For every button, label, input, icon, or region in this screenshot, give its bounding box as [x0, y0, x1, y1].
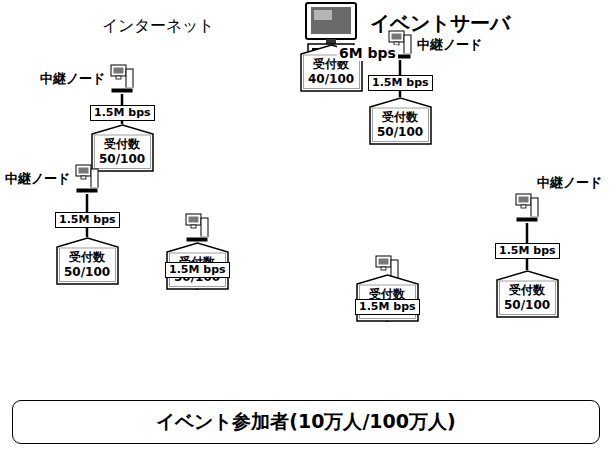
tower — [91, 169, 98, 188]
screen-glare — [314, 10, 332, 20]
relay-label: 中継ノード — [415, 36, 484, 54]
tower — [531, 198, 538, 217]
tower — [404, 35, 411, 54]
relay-label: 中継ノード — [38, 70, 107, 88]
relay-node: 中継ノード — [3, 164, 99, 194]
reception-box: 受付数50/100 — [56, 237, 118, 285]
network-label: インターネット — [100, 16, 216, 37]
label-anchor: 1.5M bps — [368, 71, 433, 91]
access-lines — [37, 378, 568, 401]
relay-label: 中継ノード — [535, 174, 604, 192]
reception-box: 受付数50/100 — [496, 270, 558, 318]
participants-label: イベント参加者(10万人/100万人) — [156, 409, 455, 435]
relay-icon — [110, 64, 134, 94]
screen — [79, 168, 89, 174]
box-count: 50/100 — [64, 265, 110, 280]
stand — [521, 205, 526, 208]
stand — [191, 225, 196, 228]
label-anchor: 1.5M bps — [90, 101, 155, 121]
box-heading: 受付数 — [99, 137, 145, 152]
stand — [381, 267, 386, 270]
server-label: イベントサーバ — [370, 10, 510, 37]
bandwidth-label: 1.5M bps — [55, 212, 120, 228]
house-shape — [370, 98, 431, 144]
monitor — [516, 194, 531, 205]
relay-icon — [515, 193, 539, 223]
house-shape — [92, 125, 153, 171]
screen — [392, 34, 402, 40]
screen — [311, 7, 351, 34]
base — [111, 88, 133, 93]
bandwidth-label: 6M bps — [337, 45, 398, 61]
tower — [126, 69, 133, 88]
base — [76, 188, 98, 193]
monitor — [389, 31, 404, 42]
stand — [116, 76, 121, 79]
bandwidth-label: 1.5M bps — [368, 75, 433, 91]
cloud-bump — [240, 37, 430, 147]
relay-node: 中継ノード — [38, 64, 134, 94]
bandwidth-label: 1.5M bps — [355, 299, 420, 315]
box-count: 50/100 — [504, 298, 550, 313]
house-inner-frame — [95, 135, 151, 169]
screen — [519, 197, 529, 203]
box-heading: 受付数 — [377, 110, 423, 125]
reception-box: 受付数50/100 — [369, 97, 431, 145]
cloud-bump — [295, 222, 485, 342]
house-inner-frame — [60, 248, 116, 282]
box-heading: 受付数 — [64, 250, 110, 265]
cloud-bump — [130, 202, 300, 332]
band-node: イベント参加者(10万人/100万人) — [12, 400, 600, 444]
box-count: 50/100 — [99, 152, 145, 167]
monitor — [76, 165, 91, 176]
cloud-bump — [10, 87, 290, 217]
house-shape — [57, 238, 118, 284]
monitor — [376, 256, 391, 267]
bandwidth-label: 1.5M bps — [90, 105, 155, 121]
box-heading: 受付数 — [504, 283, 550, 298]
base — [516, 217, 538, 222]
house-shape — [497, 271, 558, 317]
monitor — [186, 214, 201, 225]
cloud-node: インターネット受付数40/100中継ノード中継ノード受付数50/100受付数50… — [0, 0, 613, 372]
relay-label: 中継ノード — [3, 170, 72, 188]
monitor — [306, 3, 356, 39]
base — [186, 237, 208, 242]
relay-icon — [186, 214, 208, 242]
house-inner-frame — [500, 281, 556, 315]
label-anchor: 1.5M bps — [495, 239, 560, 259]
monitor — [111, 65, 126, 76]
cloud-bump — [0, 192, 190, 332]
house-inner-frame — [373, 108, 429, 142]
bandwidth-label: 1.5M bps — [495, 243, 560, 259]
relay-node: 中継ノード — [515, 174, 604, 223]
bandwidth-label: 1.5M bps — [165, 262, 230, 278]
label-anchor: 1.5M bps — [55, 208, 120, 228]
cloud-bump — [440, 217, 610, 347]
label-anchor: 6M bps — [337, 43, 398, 62]
relay-icon — [75, 164, 99, 194]
screen — [379, 259, 389, 265]
screen — [114, 68, 124, 74]
tower — [201, 218, 208, 237]
stand — [81, 176, 86, 179]
box-count: 40/100 — [308, 72, 354, 87]
box-count: 50/100 — [377, 125, 423, 140]
reception-box: 受付数50/100 — [91, 124, 153, 172]
screen — [189, 217, 199, 223]
